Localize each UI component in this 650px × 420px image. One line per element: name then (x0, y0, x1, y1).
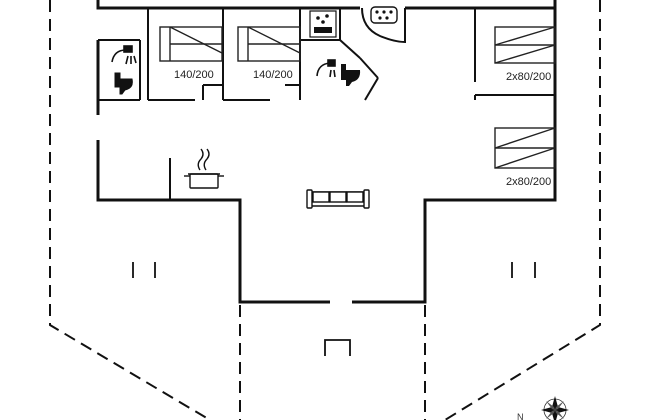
terrace-outline (49, 0, 601, 420)
compass-rose-icon (541, 396, 569, 420)
outer-walls (96, 0, 557, 304)
cooking-pot-icon (184, 148, 224, 189)
bed-bedroom-1 (159, 26, 223, 62)
sofa-icon (306, 189, 370, 209)
toilet-icon-2 (341, 64, 361, 86)
shower-icon (111, 45, 137, 65)
bed-bedroom-4 (494, 127, 556, 169)
sauna-icon (309, 10, 337, 38)
whirlpool-icon (370, 6, 398, 24)
bed-bedroom-3 (494, 26, 556, 64)
bed-size-label-1: 140/200 (174, 69, 214, 81)
compass-north-label: N (517, 412, 524, 420)
bed-size-label-3: 2x80/200 (506, 71, 551, 83)
bed-size-label-2: 140/200 (253, 69, 293, 81)
entrance-marker (324, 339, 351, 356)
bed-bedroom-2 (237, 26, 301, 62)
window-markers (132, 262, 536, 278)
bed-size-label-4: 2x80/200 (506, 176, 551, 188)
toilet-icon (114, 72, 133, 95)
shower-icon-2 (316, 59, 336, 78)
